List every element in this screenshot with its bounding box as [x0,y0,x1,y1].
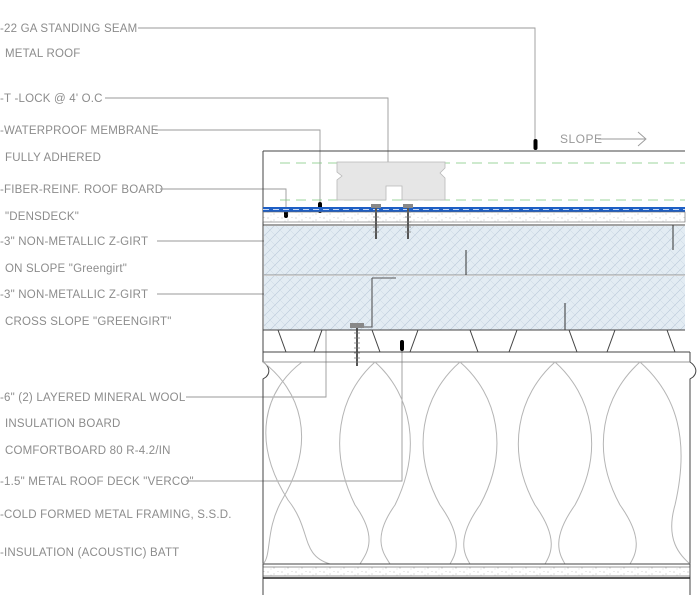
ceiling-board [262,566,691,577]
roof-board-layer [262,211,686,223]
leader-lines [105,27,536,482]
callout-mineral-wool-line2: INSULATION BOARD [5,418,120,430]
callout-zgirt-slope-line2: ON SLOPE "Greengirt" [5,263,127,275]
callout-membrane: -WATERPROOF MEMBRANE FULLY ADHERED [0,125,159,164]
insulation-upper-hatch [264,226,685,275]
callout-roof-deck: -1.5" METAL ROOF DECK "VERCO" [0,476,194,488]
callout-metal-roof-line2: METAL ROOF [5,48,80,60]
section-assembly [262,150,697,595]
callout-zgirt-cross: -3" NON-METALLIC Z-GIRT CROSS SLOPE "GRE… [0,289,172,328]
leader-mineral-wool [186,320,327,398]
insulation-lower-hatch [264,276,685,330]
callout-mineral-wool-line1: -6" (2) LAYERED MINERAL WOOL [0,392,186,404]
callout-batt: -INSULATION (ACOUSTIC) BATT [0,547,179,559]
metal-roof-deck [277,329,690,353]
callout-roof-board: -FIBER-REINF. ROOF BOARD "DENSDECK" [0,184,163,223]
dot-metal-roof [533,139,538,150]
leader-t-lock [105,97,389,172]
callout-zgirt-cross-line2: CROSS SLOPE "GREENGIRT" [5,316,172,328]
t-lock-clip [336,161,446,201]
callout-t-lock: -T -LOCK @ 4' O.C [0,93,103,105]
callout-roof-board-line2: "DENSDECK" [5,211,79,223]
leader-metal-roof [138,27,536,147]
callout-zgirt-slope-line1: -3" NON-METALLIC Z-GIRT [0,236,148,248]
callout-metal-roof: -22 GA STANDING SEAM METAL ROOF [0,23,137,60]
slope-label: SLOPE [560,132,603,146]
callout-mineral-wool: -6" (2) LAYERED MINERAL WOOL INSULATION … [0,392,186,457]
leader-membrane [155,129,321,207]
fastener-2 [403,204,413,239]
callout-zgirt-cross-line1: -3" NON-METALLIC Z-GIRT [0,289,148,301]
slope-arrow-head-icon [637,131,647,147]
dot-roof-deck [400,340,404,351]
callout-t-lock-line1: -T -LOCK @ 4' O.C [0,93,103,105]
slope-indicator: SLOPE [560,131,647,147]
acoustic-batt-insulation [262,361,691,565]
leader-roof-board [160,188,287,214]
break-line-right [689,352,697,595]
callout-metal-roof-line1: -22 GA STANDING SEAM [0,23,137,35]
callout-framing-line1: -COLD FORMED METAL FRAMING, S.S.D. [0,509,232,521]
callout-zgirt-slope: -3" NON-METALLIC Z-GIRT ON SLOPE "Greeng… [0,236,148,275]
callout-roof-deck-line1: -1.5" METAL ROOF DECK "VERCO" [0,476,194,488]
fastener-1 [371,204,381,239]
callout-membrane-line1: -WATERPROOF MEMBRANE [0,125,159,137]
callout-mineral-wool-line3: COMFORTBOARD 80 R-4.2/IN [5,445,171,457]
callout-batt-line1: -INSULATION (ACOUSTIC) BATT [0,547,179,559]
callout-roof-board-line1: -FIBER-REINF. ROOF BOARD [0,184,163,196]
callout-membrane-line2: FULLY ADHERED [5,152,101,164]
fastener-3 [350,323,364,366]
callout-framing: -COLD FORMED METAL FRAMING, S.S.D. [0,509,232,521]
leader-roof-deck [186,347,403,482]
